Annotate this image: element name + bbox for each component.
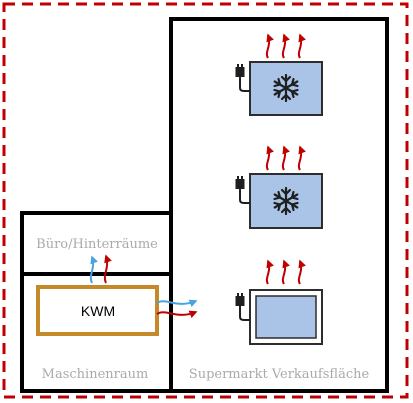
kwm-to-sales-arrows [156,299,198,319]
machine-room [20,272,173,393]
office-exchange-arrows [89,254,112,284]
freezer-cabinet-2 [235,145,323,229]
office-label: Büro/Hinterräume [36,237,158,252]
sales-floor-room [169,17,389,393]
machine-room-label: Maschinenraum [42,367,149,382]
heat-arrows [265,259,306,285]
kwm-label: KWM [81,303,115,319]
plug-icon [235,292,251,321]
cooler-cabinet-3 [235,259,323,345]
kwm-unit [36,285,159,336]
system-boundary [2,2,409,399]
freezer-cabinet-1 [235,33,323,116]
heat-arrows [265,145,306,171]
plug-icon [235,175,251,204]
sales-floor-label: Supermarkt Verkaufsfläche [189,367,370,382]
plug-icon [235,63,251,92]
heat-arrows [265,33,306,59]
